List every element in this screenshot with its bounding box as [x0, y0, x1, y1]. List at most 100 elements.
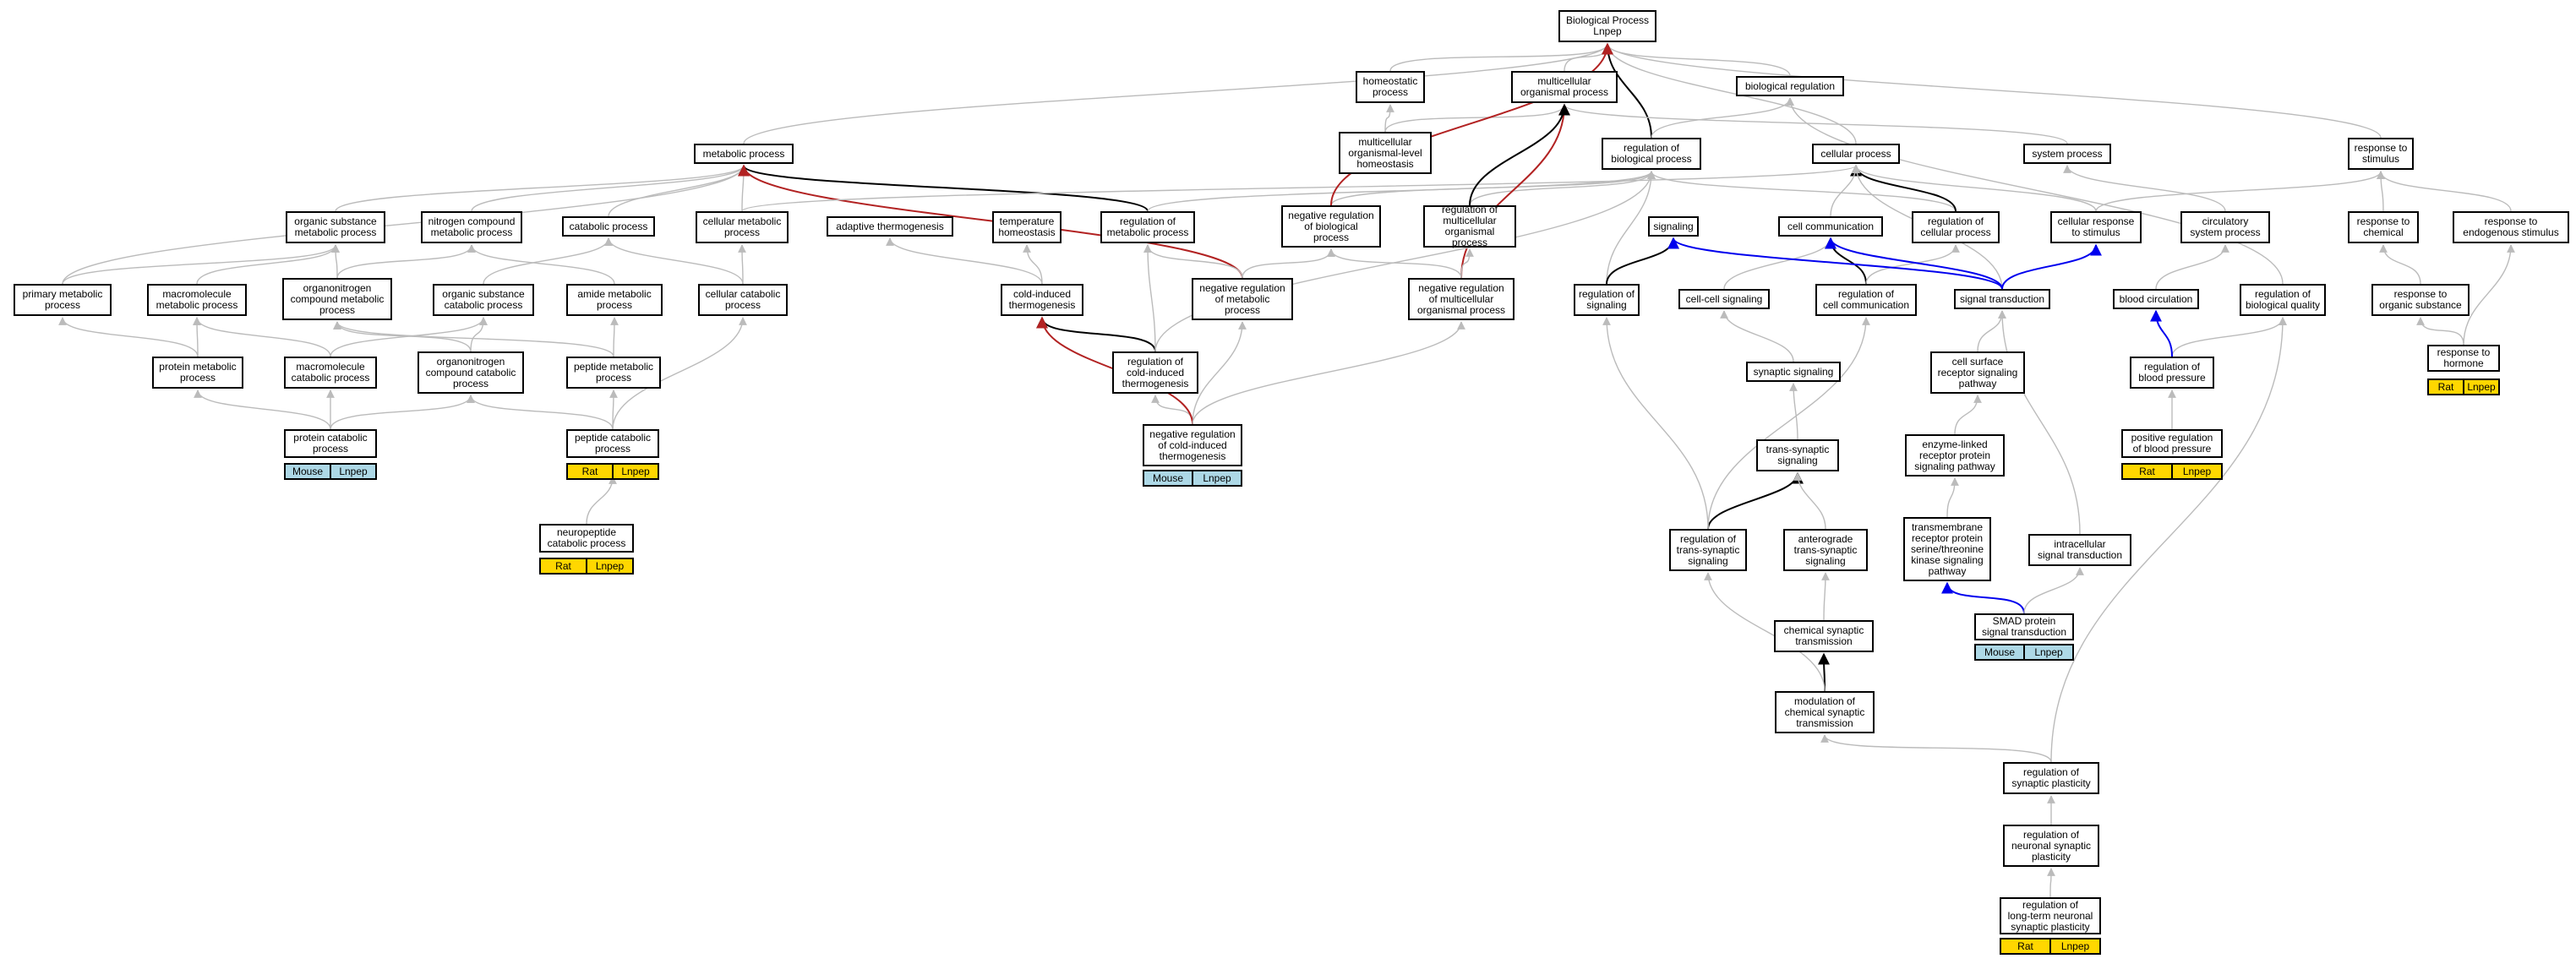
- edge-resphorm-to-resporgsub: [2416, 317, 2464, 346]
- node-blood-circulation[interactable]: blood circulation: [2113, 289, 2199, 309]
- edge-smad-to-intracell: [2023, 567, 2084, 614]
- node-label: regulation of biological quality: [2245, 288, 2321, 311]
- node-biological-process[interactable]: Biological Process Lnpep: [1558, 10, 1656, 42]
- edge-cellresp-to-stimulus: [2095, 171, 2385, 212]
- node-response-to-chemical[interactable]: response to chemical: [2348, 211, 2419, 243]
- node-cellular-process[interactable]: cellular process: [1812, 144, 1900, 164]
- node-regulation-of-synaptic-plasticity[interactable]: regulation of synaptic plasticity: [2003, 762, 2099, 794]
- node-regulation-of-trans-synaptic-signaling[interactable]: regulation of trans-synaptic signaling: [1669, 529, 1747, 571]
- node-peptide-catabolic-process[interactable]: peptide catabolic process: [566, 429, 659, 458]
- node-chemical-synaptic-transmission[interactable]: chemical synaptic transmission: [1774, 620, 1874, 652]
- node-label: regulation of neuronal synaptic plastici…: [2011, 828, 2092, 863]
- node-label: regulation of synaptic plasticity: [2011, 766, 2091, 789]
- node-cold-induced-thermogenesis[interactable]: cold-induced thermogenesis: [1001, 284, 1083, 316]
- node-homeostatic-process[interactable]: homeostatic process: [1356, 71, 1425, 103]
- node-cellular-metabolic-process[interactable]: cellular metabolic process: [696, 211, 789, 243]
- edge-negregmulti-to-multicellular: [1460, 103, 1570, 279]
- node-label: intracellular signal transduction: [2037, 538, 2123, 561]
- node-regulation-of-metabolic-process[interactable]: regulation of metabolic process: [1100, 211, 1195, 243]
- node-anterograde-trans-synaptic-signaling[interactable]: anterograde trans-synaptic signaling: [1783, 529, 1868, 571]
- node-negative-regulation-of-multicellular[interactable]: negative regulation of multicellular org…: [1408, 278, 1514, 320]
- node-organonitrogen-compound-metabolic[interactable]: organonitrogen compound metabolic proces…: [282, 278, 392, 320]
- node-label: organonitrogen compound catabolic proces…: [425, 355, 516, 389]
- edge-regcellproc-to-regbio: [1647, 171, 1957, 212]
- node-regulation-of-biological-quality[interactable]: regulation of biological quality: [2240, 284, 2326, 316]
- edge-regsig-to-regbio: [1606, 171, 1656, 285]
- edge-protcat-to-orgnitrocat: [330, 395, 475, 430]
- node-multicellular-organismal-process[interactable]: multicellular organismal process: [1511, 71, 1618, 103]
- node-intracellular-signal-transduction[interactable]: intracellular signal transduction: [2028, 534, 2131, 566]
- node-response-to-hormone[interactable]: response to hormone: [2427, 345, 2500, 372]
- node-catabolic-process[interactable]: catabolic process: [562, 216, 655, 237]
- edge-system-to-multicellular: [1560, 104, 2068, 144]
- gene-cell: Lnpep: [2171, 465, 2221, 478]
- node-cell-cell-signaling[interactable]: cell-cell signaling: [1678, 289, 1770, 309]
- edge-orgnitrocat-to-orgnitro: [333, 321, 472, 352]
- node-macromolecule-metabolic-process[interactable]: macromolecule metabolic process: [147, 284, 247, 316]
- edge-macrocat-to-macro: [193, 317, 331, 357]
- node-regulation-of-long-term-neuronal-synaptic-plasticity[interactable]: regulation of long-term neuronal synapti…: [2000, 897, 2101, 934]
- node-response-to-organic-substance[interactable]: response to organic substance: [2371, 284, 2470, 316]
- node-response-to-endogenous-stimulus[interactable]: response to endogenous stimulus: [2453, 211, 2569, 243]
- node-circulatory-system-process[interactable]: circulatory system process: [2180, 211, 2270, 243]
- node-transmembrane-receptor-kinase-pathway[interactable]: transmembrane receptor protein serine/th…: [1903, 517, 1991, 581]
- node-label: response to hormone: [2437, 346, 2491, 369]
- node-primary-metabolic-process[interactable]: primary metabolic process: [14, 284, 112, 316]
- node-protein-metabolic-process[interactable]: protein metabolic process: [152, 357, 243, 389]
- edge-regmulti-to-multicellular: [1469, 103, 1570, 206]
- node-regulation-of-cellular-process[interactable]: regulation of cellular process: [1912, 211, 2000, 243]
- node-amide-metabolic-process[interactable]: amide metabolic process: [566, 284, 663, 316]
- node-regulation-of-multicellular-process[interactable]: regulation of multicellular organismal p…: [1423, 204, 1516, 248]
- node-smad-protein-signal-transduction[interactable]: SMAD protein signal transduction: [1974, 613, 2074, 640]
- node-negative-regulation-of-cold-induced-thermogenesis[interactable]: negative regulation of cold-induced ther…: [1143, 424, 1242, 466]
- node-organic-substance-metabolic[interactable]: organic substance metabolic process: [286, 211, 385, 243]
- node-cellular-catabolic-process[interactable]: cellular catabolic process: [698, 284, 788, 316]
- node-regulation-of-cell-communication[interactable]: regulation of cell communication: [1815, 284, 1917, 316]
- edge-intracell-to-sigtrans: [1998, 310, 2081, 535]
- node-adaptive-thermogenesis[interactable]: adaptive thermogenesis: [827, 216, 953, 237]
- node-label: adaptive thermogenesis: [836, 220, 944, 232]
- node-regulation-of-neuronal-synaptic-plasticity[interactable]: regulation of neuronal synaptic plastici…: [2003, 825, 2099, 867]
- node-protein-catabolic-process[interactable]: protein catabolic process: [284, 429, 377, 458]
- node-label: protein metabolic process: [159, 361, 237, 384]
- edge-respendo-to-stimulus: [2377, 171, 2512, 212]
- node-regulation-of-blood-pressure[interactable]: regulation of blood pressure: [2130, 357, 2214, 389]
- node-synaptic-signaling[interactable]: synaptic signaling: [1746, 362, 1841, 382]
- node-cell-surface-receptor-signaling[interactable]: cell surface receptor signaling pathway: [1930, 351, 2025, 394]
- node-negative-regulation-of-biological-process[interactable]: negative regulation of biological proces…: [1281, 205, 1381, 248]
- node-biological-regulation[interactable]: biological regulation: [1736, 76, 1844, 96]
- node-label: organonitrogen compound metabolic proces…: [290, 281, 385, 316]
- node-regulation-of-biological-process[interactable]: regulation of biological process: [1602, 138, 1701, 170]
- node-regulation-of-cold-induced-thermogenesis[interactable]: regulation of cold-induced thermogenesis: [1112, 351, 1198, 394]
- node-metabolic-process[interactable]: metabolic process: [694, 144, 794, 164]
- node-system-process[interactable]: system process: [2023, 144, 2111, 164]
- node-label: system process: [2032, 147, 2103, 160]
- node-regulation-of-signaling[interactable]: regulation of signaling: [1574, 284, 1640, 316]
- node-modulation-of-chemical-synaptic-transmission[interactable]: modulation of chemical synaptic transmis…: [1775, 691, 1875, 733]
- node-signaling[interactable]: signaling: [1648, 216, 1699, 237]
- node-enzyme-linked-receptor-pathway[interactable]: enzyme-linked receptor protein signaling…: [1905, 434, 2005, 477]
- node-multicellular-homeostasis[interactable]: multicellular organismal-level homeostas…: [1339, 132, 1432, 174]
- node-trans-synaptic-signaling[interactable]: trans-synaptic signaling: [1756, 439, 1839, 471]
- node-organic-substance-catabolic[interactable]: organic substance catabolic process: [433, 284, 534, 316]
- node-response-to-stimulus[interactable]: response to stimulus: [2348, 138, 2414, 170]
- node-label: regulation of metabolic process: [1106, 215, 1189, 238]
- node-macromolecule-catabolic-process[interactable]: macromolecule catabolic process: [284, 357, 377, 389]
- node-label: homeostatic process: [1362, 75, 1418, 98]
- node-neuropeptide-catabolic-process[interactable]: neuropeptide catabolic process: [539, 524, 634, 553]
- node-signal-transduction[interactable]: signal transduction: [1954, 289, 2050, 309]
- node-label: regulation of cellular process: [1920, 215, 1991, 238]
- node-cellular-response-to-stimulus[interactable]: cellular response to stimulus: [2050, 211, 2142, 243]
- node-label: blood circulation: [2119, 292, 2193, 305]
- node-temperature-homeostasis[interactable]: temperature homeostasis: [992, 211, 1062, 243]
- node-peptide-metabolic-process[interactable]: peptide metabolic process: [566, 357, 661, 389]
- node-label: biological regulation: [1744, 79, 1836, 92]
- node-nitrogen-compound-metabolic[interactable]: nitrogen compound metabolic process: [421, 211, 522, 243]
- edge-cellmeta-to-cellular: [741, 165, 1860, 212]
- node-organonitrogen-compound-catabolic[interactable]: organonitrogen compound catabolic proces…: [418, 351, 524, 394]
- node-label: cellular process: [1820, 147, 1891, 160]
- node-negative-regulation-of-metabolic[interactable]: negative regulation of metabolic process: [1192, 278, 1293, 320]
- node-positive-regulation-of-blood-pressure[interactable]: positive regulation of blood pressure: [2121, 429, 2223, 458]
- node-cell-communication[interactable]: cell communication: [1778, 216, 1883, 237]
- node-label: response to chemical: [2356, 215, 2410, 238]
